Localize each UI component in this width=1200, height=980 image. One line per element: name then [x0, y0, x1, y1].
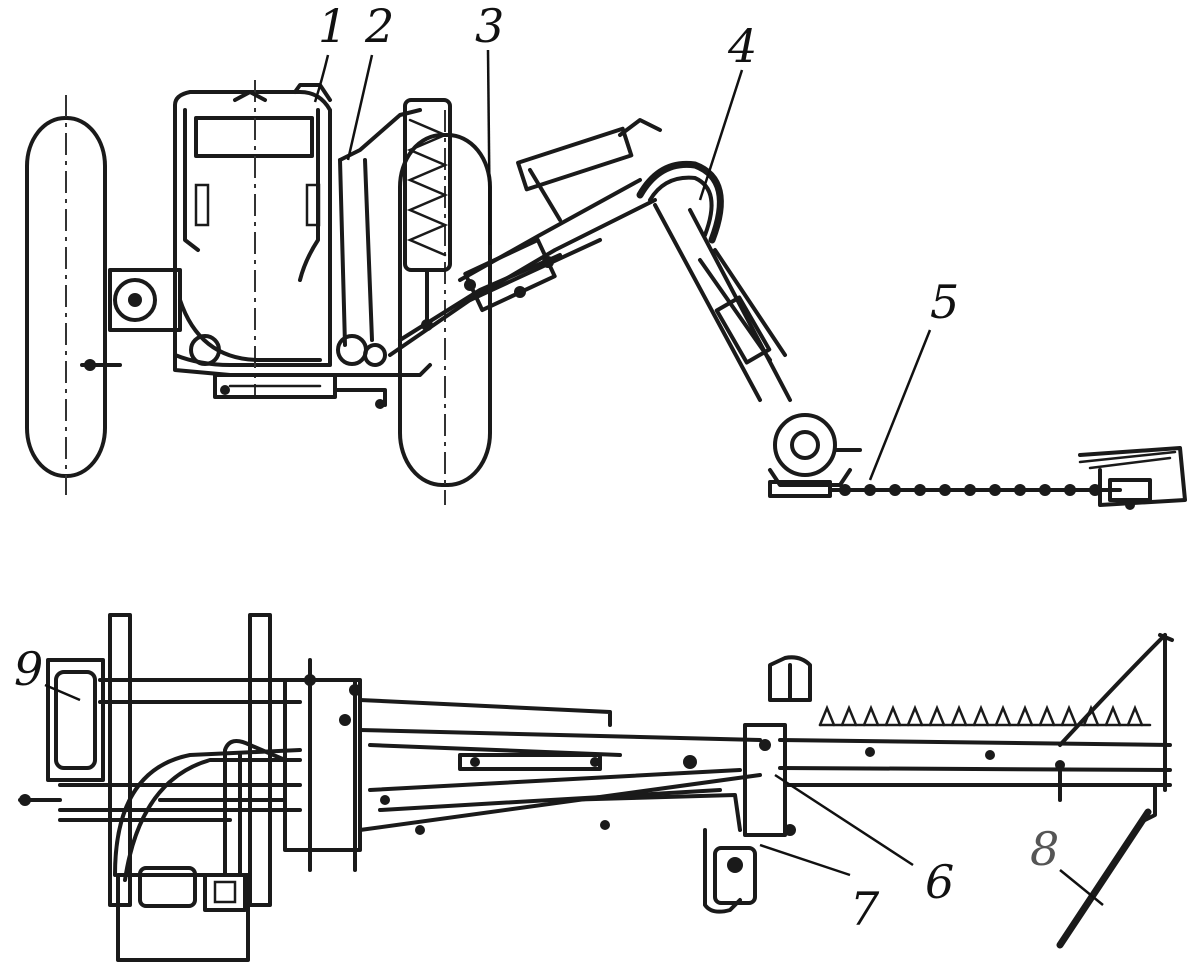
swivel-head — [703, 723, 796, 914]
callout-3: 3 — [475, 0, 504, 53]
callout-6: 6 — [925, 855, 954, 909]
callout-1: 1 — [318, 0, 347, 53]
bottom-view — [18, 613, 1174, 962]
callout-9: 9 — [14, 642, 43, 696]
top-view — [25, 80, 1187, 510]
tractor-rear-block — [46, 658, 105, 782]
callout-2: 2 — [364, 0, 394, 53]
tractor-frame — [173, 80, 432, 409]
cutter-bar-side — [768, 446, 1187, 510]
main-frame-plan — [18, 658, 362, 872]
rear-hitch — [80, 268, 182, 371]
front-wheel — [398, 110, 492, 505]
callout-7: 7 — [850, 882, 880, 936]
leader-lines — [44, 49, 1104, 906]
callout-5: 5 — [930, 275, 959, 329]
callout-labels: 1 2 3 4 5 6 7 8 9 — [14, 0, 1059, 936]
boom-arm — [636, 160, 862, 487]
hydraulic-hoses — [113, 739, 302, 882]
boom-beam-plan — [358, 698, 762, 835]
hydraulic-tank — [116, 866, 250, 962]
callout-8: 8 — [1030, 822, 1059, 876]
rear-wheel — [25, 95, 107, 495]
divider-rod — [1056, 808, 1152, 949]
lift-cylinder — [403, 98, 452, 331]
callout-4: 4 — [727, 19, 757, 73]
linkage — [338, 108, 662, 357]
cutter-bar-plan — [768, 633, 1174, 822]
